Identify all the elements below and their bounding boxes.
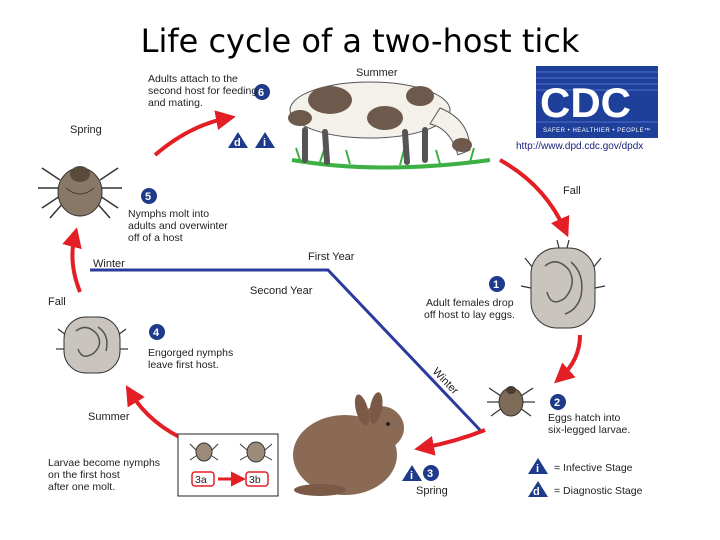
arrow-fall-to-5 [62,227,82,293]
first-year-label: First Year [308,251,355,263]
stage-badge-1: 1 [489,276,505,292]
season-spring-top: Spring [70,124,102,136]
larva-to-nymph-box: 3a 3b [177,433,279,497]
arrow-1-to-2 [554,334,582,384]
svg-text:second host for feeding: second host for feeding [148,85,257,97]
svg-text:d: d [234,137,241,149]
stage-4-caption: Engorged nymphs leave first host. [148,347,233,371]
svg-text:Engorged nymphs: Engorged nymphs [148,347,233,359]
stage-badge-4: 4 [149,324,165,340]
arrow-summer-to-fall [499,158,570,238]
svg-text:off host to lay eggs.: off host to lay eggs. [424,309,515,321]
cdc-logo-text: CDC [540,79,631,126]
engorged-adult-female [520,239,606,329]
svg-text:2: 2 [554,397,560,409]
season-summer-bottom: Summer [88,411,130,423]
svg-text:Larvae become nymphs: Larvae become nymphs [48,457,160,469]
legend: i = Infective Stage d = Diagnostic Stage [528,458,643,498]
stage-badge-5: 5 [141,188,157,204]
larva-tick [487,386,535,417]
svg-text:and mating.: and mating. [148,97,203,109]
svg-text:1: 1 [493,279,499,291]
stage-1-caption: Adult females drop off host to lay eggs. [424,297,515,321]
cdc-tagline: SAFER • HEALTHIER • PEOPLE™ [543,127,651,134]
svg-text:Adult females drop: Adult females drop [426,297,514,309]
stage-5-caption: Nymphs molt into adults and overwinter o… [128,208,228,244]
season-fall-left: Fall [48,296,66,308]
svg-text:i: i [410,470,413,482]
rabbit-illustration [293,392,404,496]
svg-text:off of a host: off of a host [128,232,183,244]
stage-6-caption: Adults attach to the second host for fee… [148,73,257,109]
legend-infective-label: = Infective Stage [554,462,633,474]
legend-diagnostic-label: = Diagnostic Stage [554,485,643,497]
legend-infective-icon: i [528,458,548,475]
svg-text:leave first host.: leave first host. [148,359,219,371]
arrow-6-to-summer [153,110,236,157]
cdc-logo: CDC SAFER • HEALTHIER • PEOPLE™ [536,66,658,138]
diagnostic-triangle-icon: d [228,132,248,149]
season-spring-bottom: Spring [416,485,448,497]
svg-text:5: 5 [145,191,151,203]
infective-triangle-icon-3: i [402,465,422,482]
infective-triangle-icon: i [255,132,275,149]
season-winter-left: Winter [93,258,125,270]
season-fall-right: Fall [563,185,581,197]
stage-badge-2: 2 [550,394,566,410]
stage-3-caption: Larvae become nymphs on the first host a… [48,457,160,493]
stage-3b-label: 3b [249,474,261,486]
legend-diagnostic-icon: d [528,481,548,498]
cow-illustration [288,81,491,170]
svg-text:3: 3 [427,468,433,480]
adult-tick-spring [38,166,122,219]
engorged-nymph [56,316,128,374]
svg-text:6: 6 [258,87,264,99]
svg-text:Eggs hatch into: Eggs hatch into [548,412,621,424]
stage-badge-3: 3 [423,465,439,481]
second-year-label: Second Year [250,285,313,297]
year-timeline [90,268,482,432]
arrow-2-to-3 [414,428,486,456]
svg-text:six-legged larvae.: six-legged larvae. [548,424,630,436]
svg-text:Nymphs molt into: Nymphs molt into [128,208,209,220]
svg-text:i: i [536,463,539,475]
svg-text:4: 4 [153,327,160,339]
season-summer-top: Summer [356,67,398,79]
stage-2-caption: Eggs hatch into six-legged larvae. [548,412,630,436]
svg-text:on the first host: on the first host [48,469,120,481]
stage-badge-6: 6 [254,84,270,100]
cdc-url: http://www.dpd.cdc.gov/dpdx [516,141,643,152]
cycle-arrows [62,110,582,456]
stage-3a-label: 3a [195,474,207,486]
svg-text:i: i [263,137,266,149]
svg-text:after one molt.: after one molt. [48,481,115,493]
svg-text:adults and overwinter: adults and overwinter [128,220,228,232]
page-title: Life cycle of a two-host tick [140,22,580,60]
svg-text:d: d [533,486,540,498]
svg-text:Adults attach to the: Adults attach to the [148,73,238,85]
